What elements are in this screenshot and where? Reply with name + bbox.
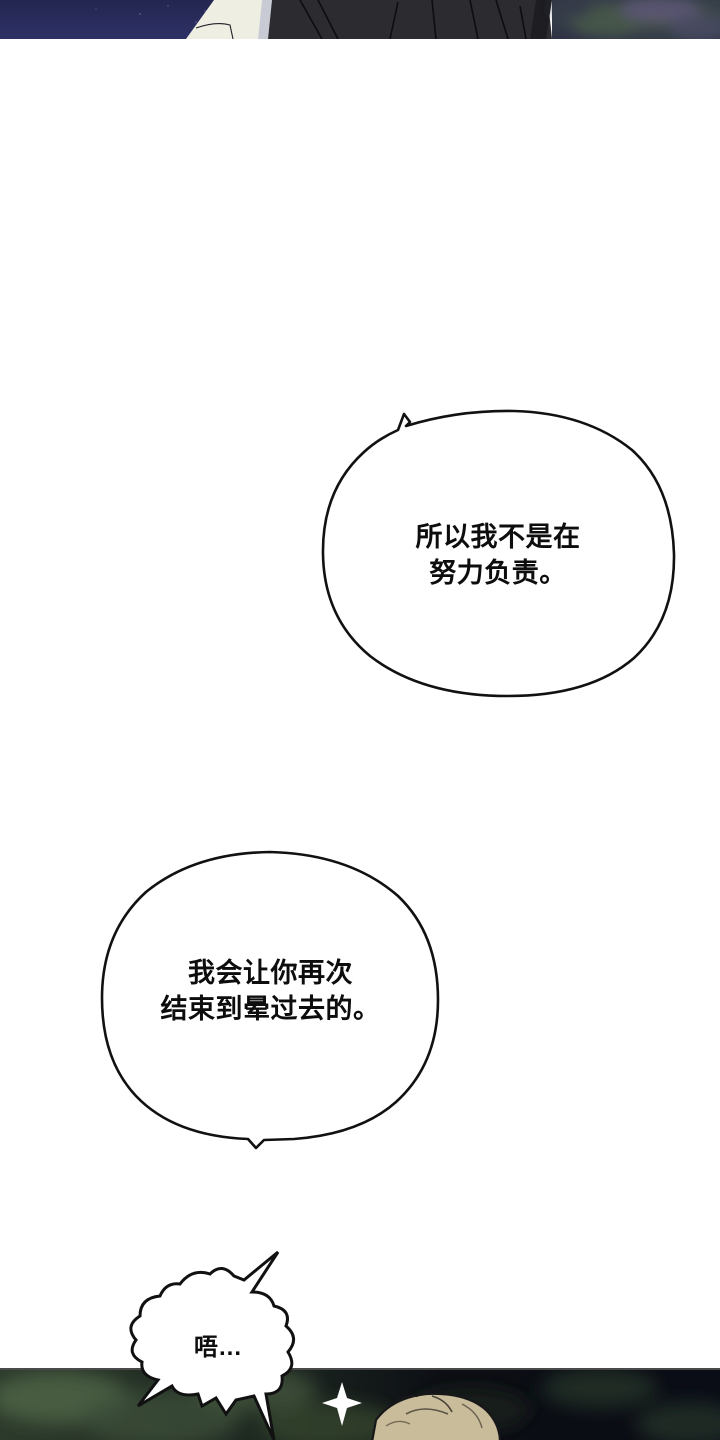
dark-coat-shape: [268, 0, 552, 39]
blonde-hair-head: [371, 1392, 502, 1440]
garment-edge-sliver: [258, 0, 272, 39]
blurred-foliage-blobs: [552, 0, 720, 39]
speech-bubble-secondary: 我会让你再次 结束到晕过去的。: [98, 848, 443, 1150]
coat-shadow-edge: [530, 0, 552, 39]
top-panel: [0, 0, 720, 41]
speech-bubble-jagged-shout: 唔...: [118, 1250, 318, 1440]
top-panel-artwork: [0, 0, 720, 39]
cream-garment-fold: [195, 22, 234, 39]
star-speckles: [95, 5, 206, 23]
bottom-panel-artwork: [0, 1370, 720, 1440]
middle-white-gutter: [0, 39, 720, 1368]
speech-bubble-primary-shape: [321, 409, 676, 698]
bottom-panel-svg: [0, 1370, 720, 1440]
cream-garment-shape: [186, 0, 262, 39]
speech-bubble-jagged-text: 唔...: [193, 1334, 242, 1361]
coat-fold-lines: [299, 0, 527, 39]
speech-bubble-secondary-text: 我会让你再次 结束到晕过去的。: [160, 958, 381, 1024]
top-panel-svg: [0, 0, 720, 39]
speech-bubble-jagged-shape: [129, 1250, 295, 1440]
speech-bubble-primary: 所以我不是在 努力负责。: [318, 408, 678, 698]
sparkle-star-icon: [322, 1382, 362, 1426]
bottom-panel: [0, 1368, 720, 1440]
speech-bubble-primary-text: 所以我不是在 努力负责。: [415, 522, 581, 588]
speech-bubble-secondary-shape: [100, 850, 440, 1150]
